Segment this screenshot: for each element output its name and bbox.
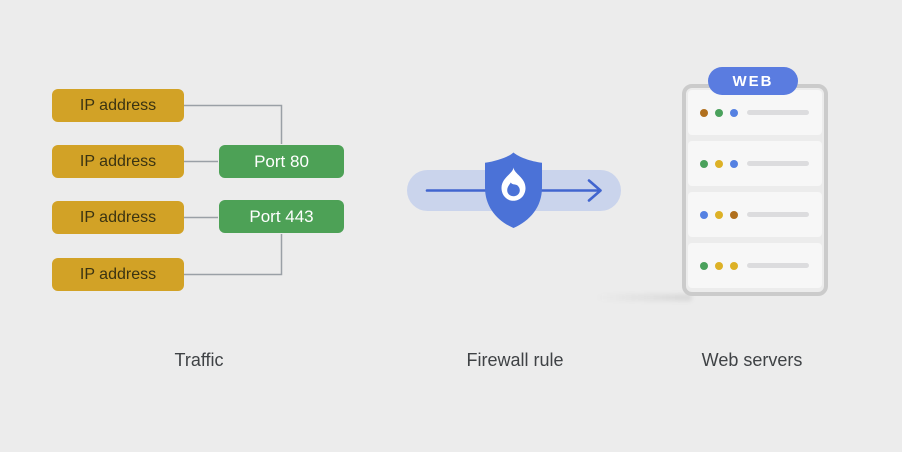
status-dot — [715, 108, 723, 117]
connector-ip4-port443 — [184, 234, 283, 276]
connector-ip1-port80 — [184, 104, 283, 144]
traffic-label: Traffic — [174, 350, 224, 370]
ip-address-box-4: IP address — [52, 258, 184, 291]
status-dot — [700, 210, 708, 219]
drive-bar — [747, 161, 809, 166]
web-servers-label: Web servers — [701, 350, 803, 370]
port-80-box: Port 80 — [219, 145, 344, 178]
status-dot — [700, 108, 708, 117]
drive-bar — [747, 110, 809, 115]
status-dot — [730, 159, 738, 168]
port-443-box: Port 443 — [219, 200, 344, 233]
ip-address-box-2: IP address — [52, 145, 184, 178]
server-unit-2 — [688, 141, 822, 186]
status-dot — [730, 108, 738, 117]
server-unit-4 — [688, 243, 822, 288]
web-badge: WEB — [708, 67, 798, 95]
status-dot — [715, 261, 723, 270]
drive-bar — [747, 263, 809, 268]
ip-address-box-3: IP address — [52, 201, 184, 234]
server-unit-1 — [688, 90, 822, 135]
server-unit-3 — [688, 192, 822, 237]
drive-bar — [747, 212, 809, 217]
shield-icon — [482, 151, 545, 230]
status-dot — [715, 210, 723, 219]
ip-address-box-1: IP address — [52, 89, 184, 122]
status-dot — [715, 159, 723, 168]
server-rack — [682, 84, 828, 296]
status-dot — [700, 261, 708, 270]
status-dot — [730, 210, 738, 219]
status-dot — [730, 261, 738, 270]
flame-icon — [501, 167, 526, 201]
status-dot — [700, 159, 708, 168]
rack-shadow — [596, 294, 692, 301]
firewall-rule-label: Firewall rule — [466, 350, 564, 370]
